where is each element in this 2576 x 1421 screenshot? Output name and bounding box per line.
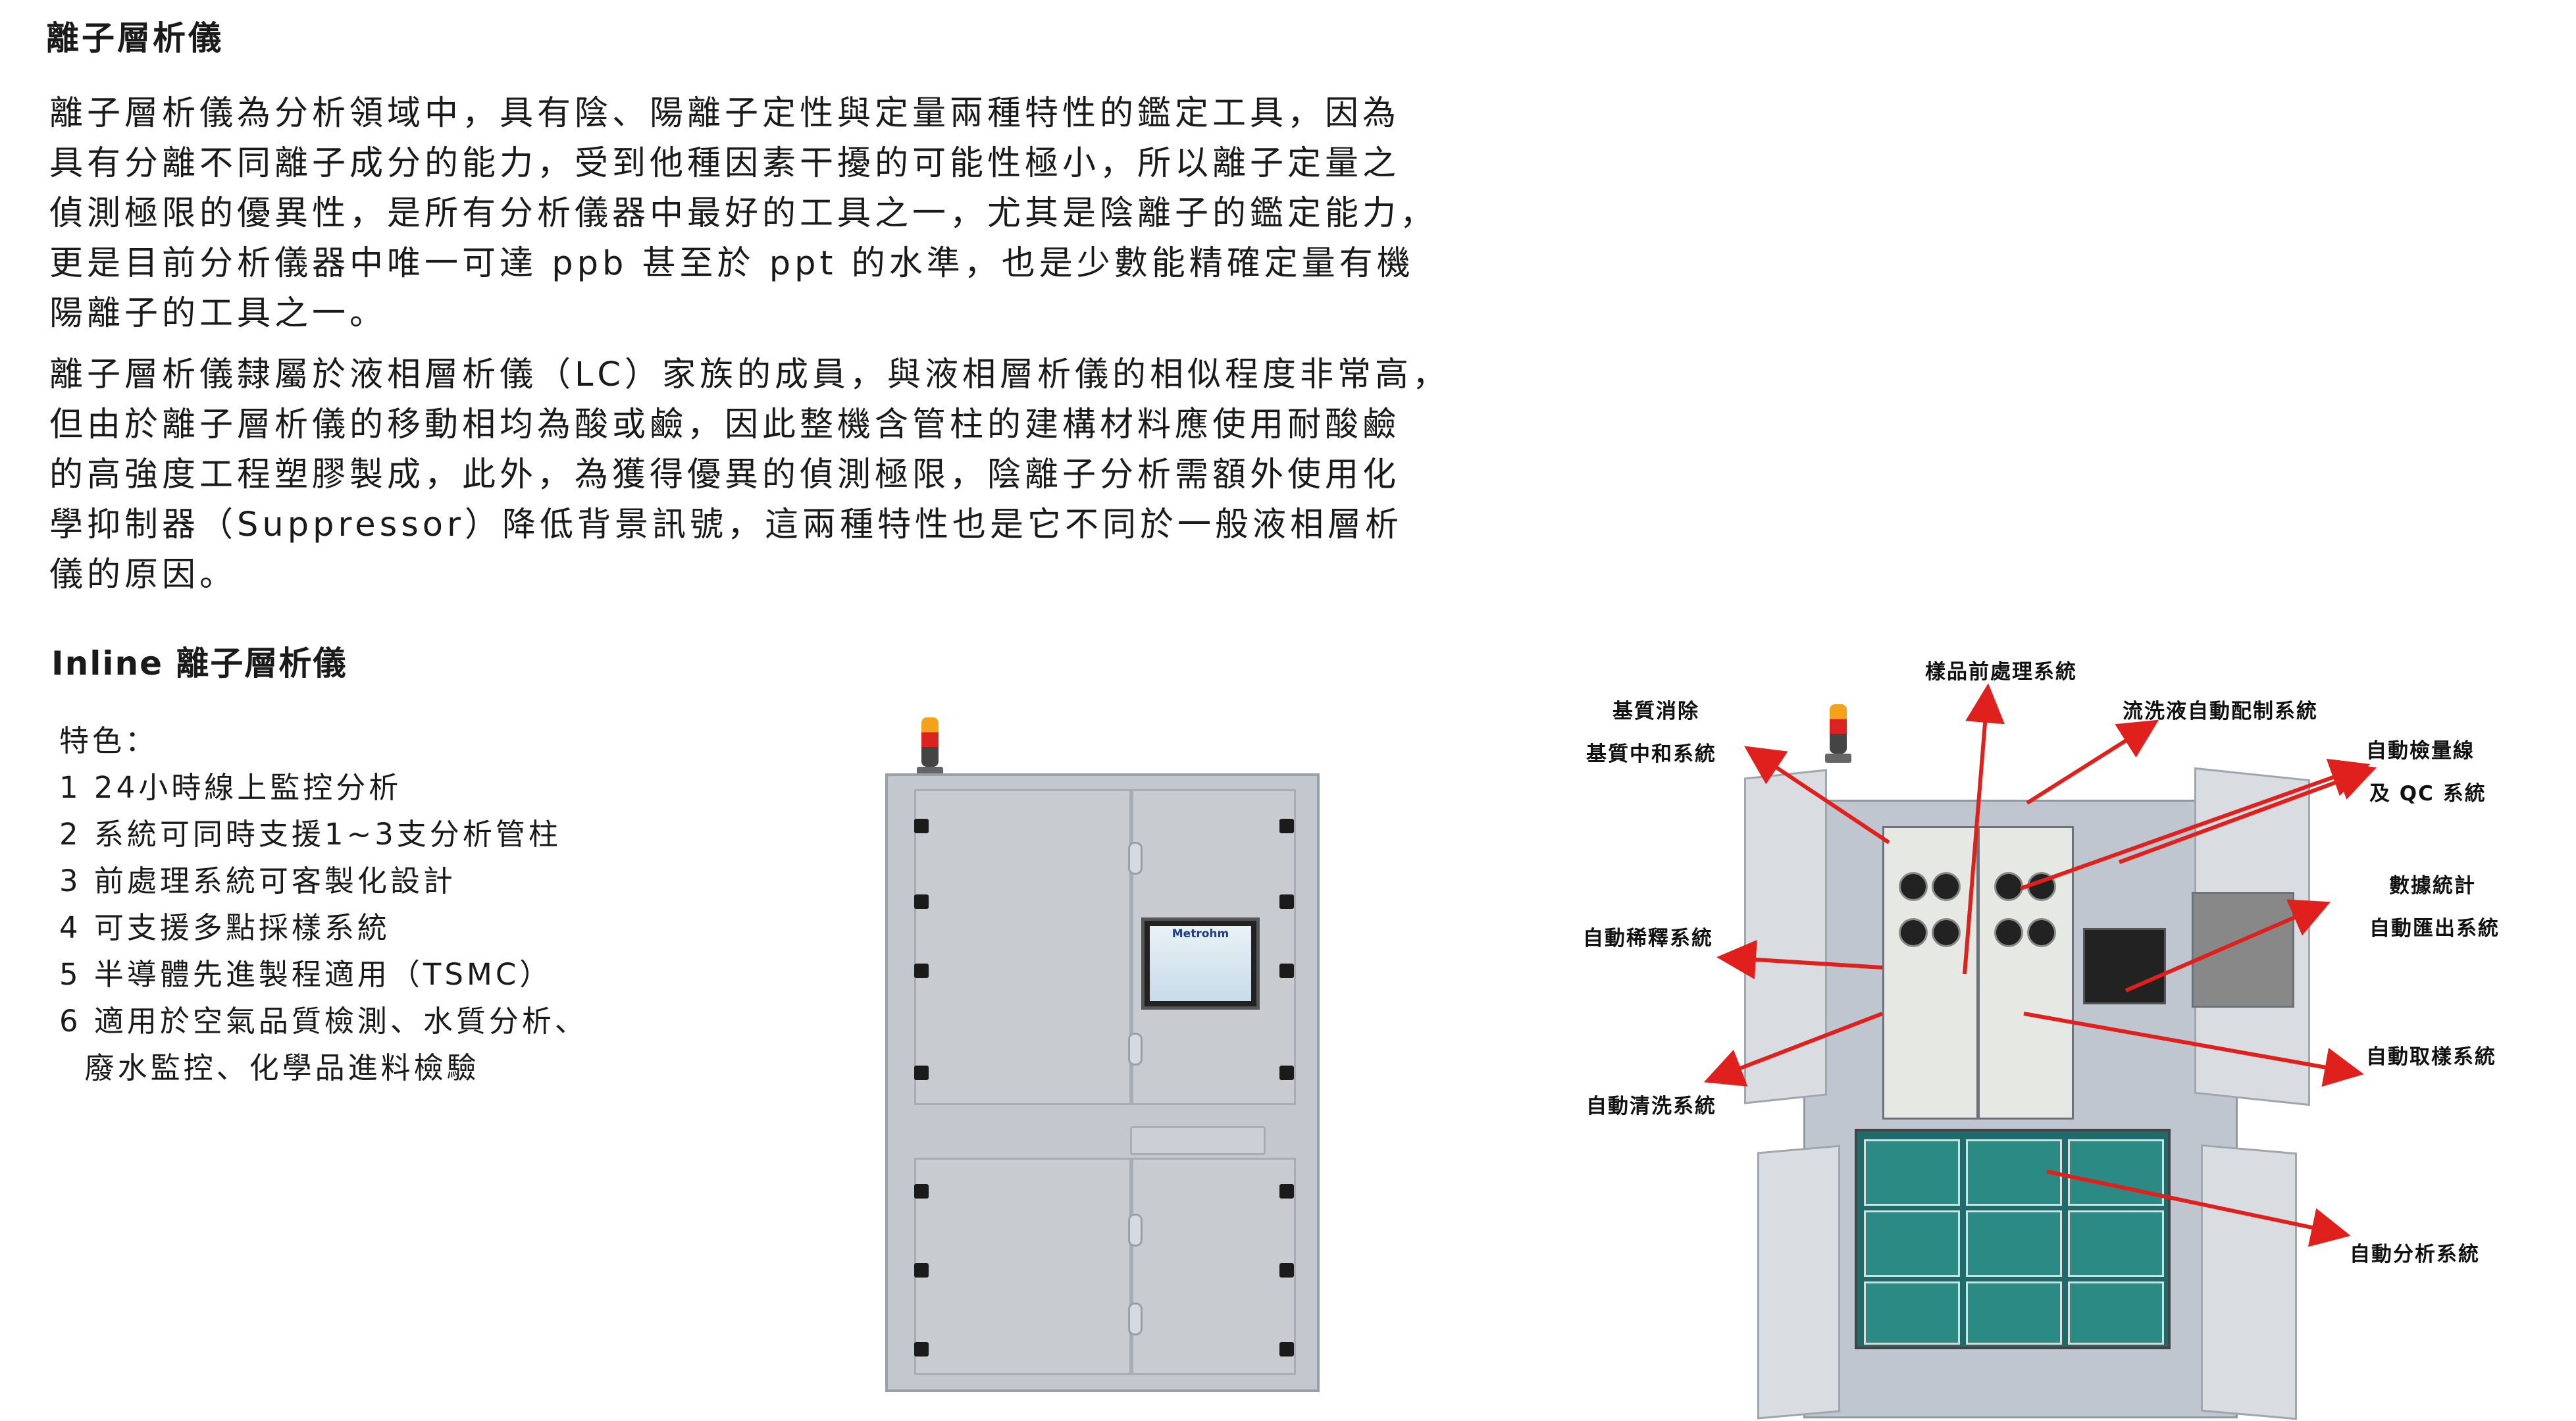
paragraph-line: 離子層析儀隸屬於液相層析儀（LC）家族的成員，與液相層析儀的相似程度非常高， <box>49 355 1451 394</box>
touch-screen: Metrohm <box>1141 917 1260 1010</box>
label-eluent-preparation: 流洗液自動配制系統 <box>2123 700 2318 723</box>
label-data-stats-1: 數據統計 <box>2389 874 2476 898</box>
feature-item: 2 系統可同時支援1~3支分析管柱 <box>59 817 561 852</box>
feature-item: 廢水監控、化學品進料檢驗 <box>59 1050 480 1085</box>
feature-item: 3 前處理系統可客製化設計 <box>59 864 456 898</box>
feature-item: 6 適用於空氣品質檢測、水質分析、 <box>59 1004 588 1039</box>
paragraph-line: 但由於離子層析儀的移動相均為酸或鹼，因此整機含管柱的建構材料應使用耐酸鹼 <box>49 405 1401 444</box>
label-auto-sampling: 自動取樣系統 <box>2366 1045 2496 1069</box>
section-title: Inline 離子層析儀 <box>51 644 348 683</box>
label-auto-dilution: 自動稀釋系統 <box>1583 927 1713 950</box>
lc-paragraph: 離子層析儀隸屬於液相層析儀（LC）家族的成員，與液相層析儀的相似程度非常高， 但… <box>49 350 1583 600</box>
paragraph-line: 的高強度工程塑膠製成，此外，為獲得優異的偵測極限，陰離子分析需額外使用化 <box>49 455 1401 494</box>
open-cabinet-illustration <box>1744 760 2310 1420</box>
label-matrix-removal: 基質消除 <box>1612 700 1699 723</box>
label-calibration-qc-1: 自動檢量線 <box>2366 739 2475 763</box>
feature-heading: 特色： <box>59 723 159 758</box>
paragraph-line: 更是目前分析儀器中唯一可達 ppb 甚至於 ppt 的水準，也是少數能精確定量有… <box>49 244 1414 283</box>
cabinet-handle <box>1130 1126 1266 1155</box>
feature-item: 4 可支援多點採樣系統 <box>59 910 390 945</box>
beacon-light-icon <box>1825 704 1851 763</box>
paragraph-line: 具有分離不同離子成分的能力，受到他種因素干擾的可能性極小，所以離子定量之 <box>49 144 1401 183</box>
label-sample-pretreatment: 樣品前處理系統 <box>1925 660 2077 684</box>
beacon-light-icon <box>917 717 943 776</box>
label-calibration-qc-2: 及 QC 系統 <box>2369 782 2486 806</box>
paragraph-line: 陽離子的工具之一。 <box>49 294 388 333</box>
analysis-modules <box>1855 1129 2171 1349</box>
label-data-stats-2: 自動匯出系統 <box>2369 917 2500 941</box>
intro-paragraph: 離子層析儀為分析領域中，具有陰、陽離子定性與定量兩種特性的鑑定工具，因為 具有分… <box>49 89 1583 339</box>
paragraph-line: 離子層析儀為分析領域中，具有陰、陽離子定性與定量兩種特性的鑑定工具，因為 <box>49 94 1401 133</box>
label-auto-cleaning: 自動清洗系統 <box>1586 1095 1716 1118</box>
feature-item: 1 24小時線上監控分析 <box>59 770 402 805</box>
label-auto-analysis: 自動分析系統 <box>2350 1243 2480 1266</box>
feature-item: 5 半導體先進製程適用（TSMC） <box>59 957 553 992</box>
paragraph-line: 偵測極限的優異性，是所有分析儀器中最好的工具之一，尤其是陰離子的鑑定能力， <box>49 194 1438 233</box>
control-display <box>2083 928 2166 1004</box>
closed-cabinet-illustration: Metrohm <box>885 773 1320 1392</box>
paragraph-line: 儀的原因。 <box>49 555 238 594</box>
label-matrix-neutralization: 基質中和系統 <box>1586 742 1716 766</box>
brand-logo: Metrohm <box>1172 927 1229 941</box>
page-title: 離子層析儀 <box>46 19 224 57</box>
paragraph-line: 學抑制器（Suppressor）降低背景訊號，這兩種特性也是它不同於一般液相層析 <box>49 505 1403 544</box>
feature-list: 特色： 1 24小時線上監控分析 2 系統可同時支援1~3支分析管柱 3 前處理… <box>59 717 588 1091</box>
